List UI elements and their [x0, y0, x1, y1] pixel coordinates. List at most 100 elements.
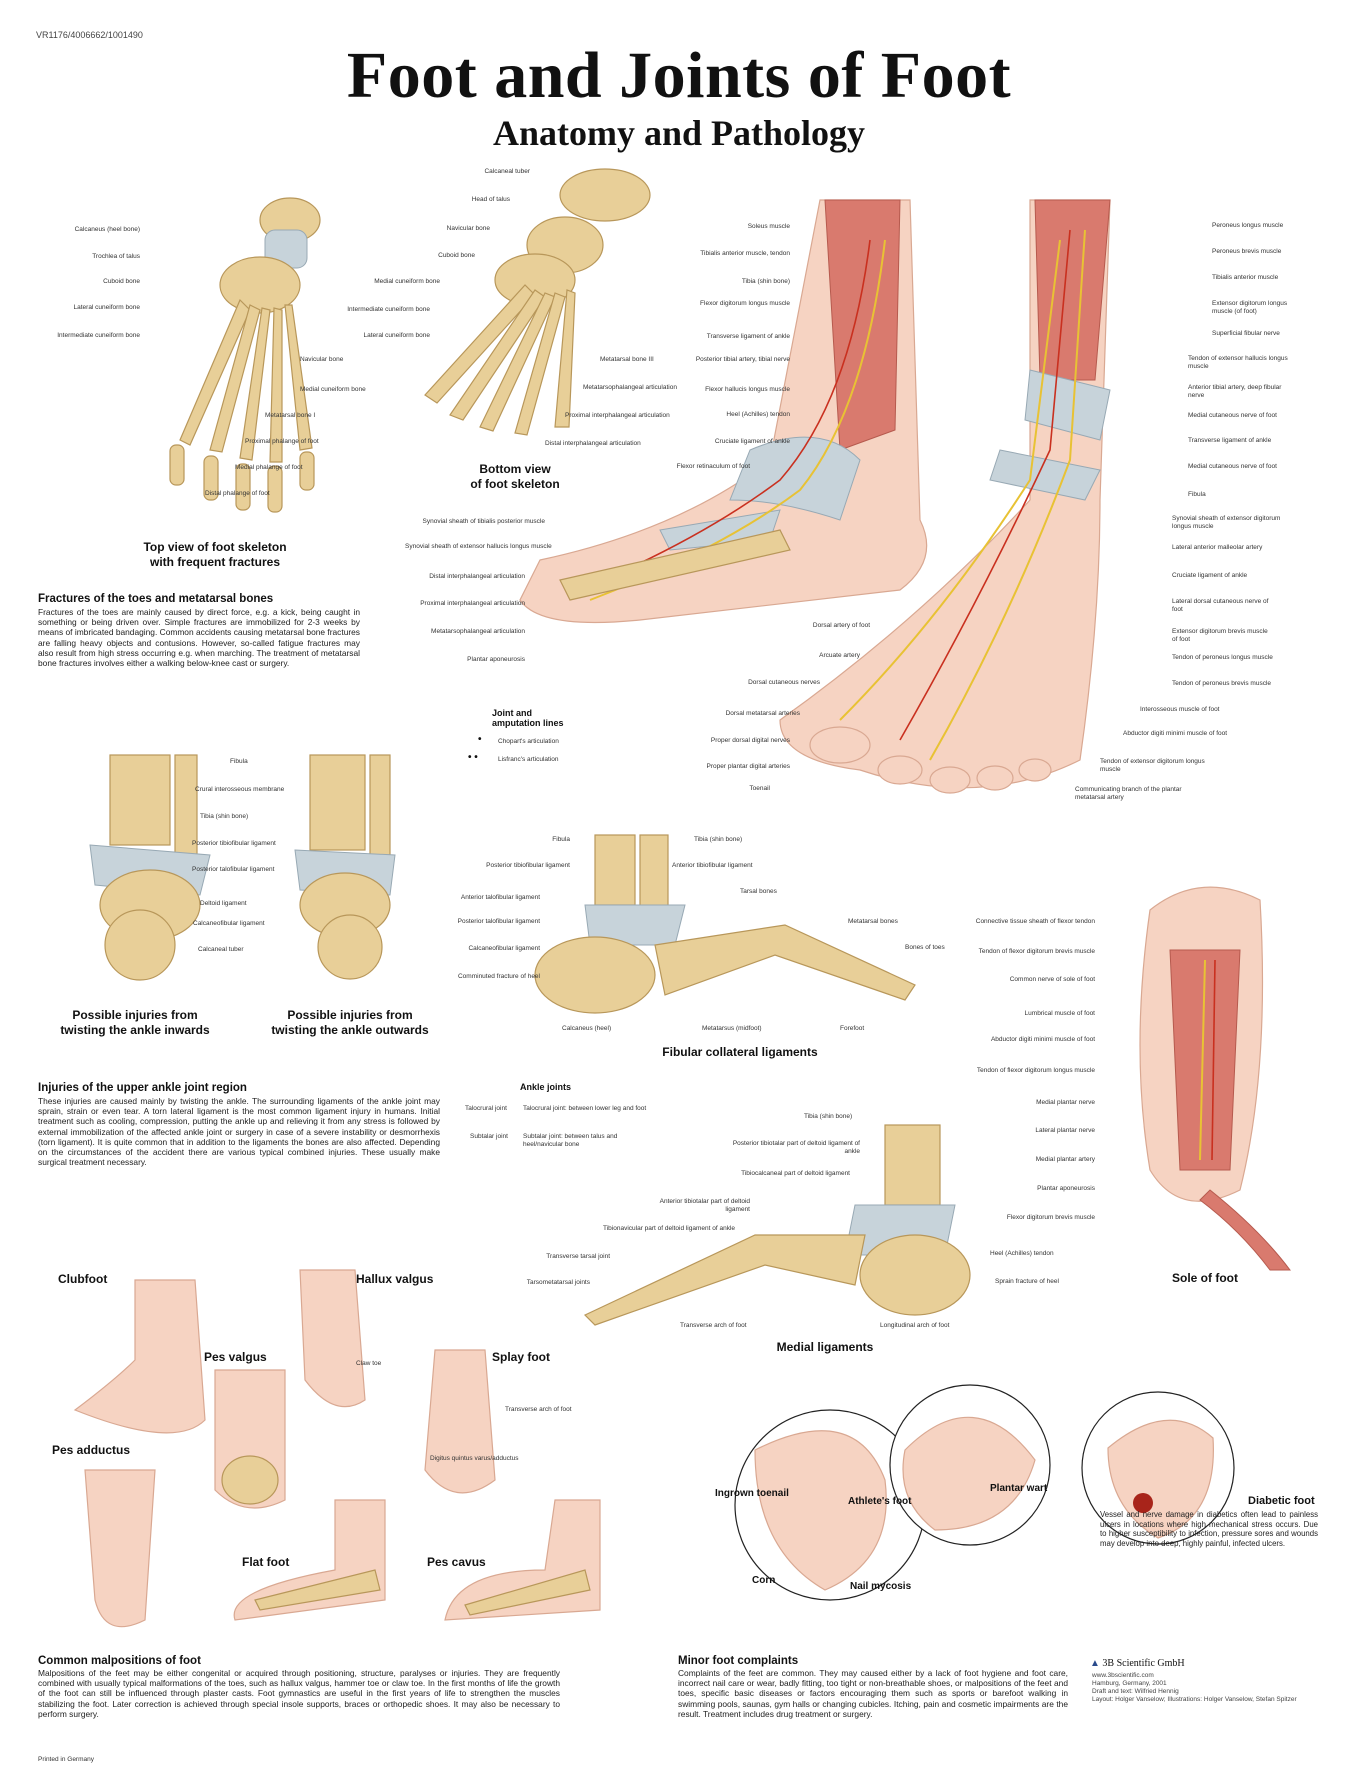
diabetic-foot-heading: Diabetic foot [1248, 1495, 1315, 1507]
label: Dorsal artery of foot [812, 622, 870, 629]
label: Tibia (shin bone) [200, 813, 249, 820]
label: Anterior tibial artery, deep fibular ner… [1188, 384, 1282, 399]
label: Flexor hallucis longus muscle [705, 386, 790, 393]
ingrown-toenail-caption: Ingrown toenail [715, 1488, 789, 1499]
label: Synovial sheath of extensor digitorum lo… [1172, 515, 1281, 530]
label: Fibula [1188, 491, 1206, 498]
label: Claw toe [356, 1360, 382, 1367]
label: Proximal phalange of foot [245, 438, 319, 445]
lisfranc-marker: • • [468, 752, 478, 763]
label: Heel (Achilles) tendon [726, 411, 790, 418]
joint-legend-title: Joint and amputation lines [492, 708, 564, 728]
label: Proximal interphalangeal articulation [565, 412, 670, 419]
sole-figure [1139, 886, 1292, 1271]
label: Head of talus [471, 196, 510, 203]
ankle-inward-bones [89, 754, 211, 981]
splay-foot-illustration [424, 1349, 496, 1494]
label: Transverse ligament of ankle [1188, 437, 1272, 444]
label: Navicular bone [300, 356, 344, 363]
label: Anterior talofibular ligament [460, 894, 540, 901]
top-view-bones [169, 197, 321, 513]
label: Trochlea of talus [92, 253, 140, 260]
label: Metatarsal bone III [600, 356, 654, 363]
label: Extensor digitorum brevis muscle of foot [1172, 628, 1268, 643]
label: Medial plantar nerve [1036, 1099, 1095, 1106]
label: Synovial sheath of tibialis posterior mu… [422, 518, 545, 525]
label: Lateral anterior malleolar artery [1172, 544, 1263, 551]
publisher-name: 3B Scientific GmbH [1102, 1658, 1185, 1669]
label: Anterior tibiotalar part of deltoid liga… [659, 1198, 750, 1213]
page-title: Foot and Joints of Foot [346, 39, 1012, 112]
minor-complaints-heading: Minor foot complaints [678, 1655, 799, 1667]
label: Fibula [552, 836, 570, 843]
top-view-caption: Top view of foot skeleton with frequent … [143, 540, 287, 569]
pes-cavus-illustration [444, 1499, 601, 1621]
label: Sprain fracture of heel [995, 1278, 1059, 1285]
label: Cruciate ligament of ankle [714, 438, 790, 445]
label: Flexor retinaculum of foot [676, 463, 750, 470]
label: Abductor digiti minimi muscle of foot [1123, 730, 1228, 737]
fibular-caption: Fibular collateral ligaments [662, 1045, 818, 1059]
medial-side-bones [583, 1124, 971, 1326]
label: Tibia (shin bone) [694, 836, 743, 843]
flat-foot-caption: Flat foot [242, 1555, 290, 1569]
label: Anterior tibiofibular ligament [672, 862, 753, 869]
label: Tibialis anterior muscle, tendon [700, 250, 790, 257]
label: Tendon of extensor digitorum longus musc… [1100, 758, 1205, 773]
label: Medial cuneiform bone [374, 278, 440, 285]
bottom-view-skeleton-figure [424, 168, 651, 436]
label: Posterior tibiofibular ligament [486, 862, 570, 869]
label: Flexor digitorum longus muscle [700, 300, 790, 307]
label: Dorsal metatarsal arteries [725, 710, 800, 717]
label: Intermediate cuneiform bone [57, 332, 140, 339]
label: Bones of toes [905, 944, 945, 951]
label: Extensor digitorum longus muscle (of foo… [1212, 300, 1288, 315]
label: Talocrural joint: between lower leg and … [523, 1105, 647, 1112]
label: Posterior tibial artery, tibial nerve [695, 356, 790, 363]
page-subtitle: Anatomy and Pathology [492, 113, 866, 153]
label: Peroneus brevis muscle [1212, 248, 1282, 255]
label: Calcaneal tuber [198, 946, 244, 953]
label: Communicating branch of the plantar meta… [1075, 786, 1182, 801]
label: Subtalar joint [470, 1133, 508, 1140]
label: Tendon of extensor hallucis longus muscl… [1188, 355, 1288, 370]
label: Tendon of flexor digitorum brevis muscle [978, 948, 1095, 955]
label: Plantar aponeurosis [1037, 1185, 1095, 1192]
chopart-marker: • [478, 734, 482, 745]
complaints-figure [734, 1384, 1051, 1601]
logo-icon: ▲ [1090, 1658, 1103, 1669]
sole-caption: Sole of foot [1172, 1271, 1238, 1285]
label: Tendon of peroneus brevis muscle [1172, 680, 1272, 687]
label: Talocrural joint [465, 1105, 507, 1112]
label: Distal interphalangeal articulation [429, 573, 525, 580]
ankle-joints-heading: Ankle joints [520, 1082, 572, 1092]
label: Fibula [230, 758, 248, 765]
complaints-foot [734, 1384, 1051, 1601]
label: Abductor digiti minimi muscle of foot [990, 1036, 1095, 1043]
label: Digitus quintus varus/adductus [430, 1455, 519, 1462]
fibular-side-bones [534, 834, 916, 1014]
label: Cuboid bone [103, 278, 140, 285]
label: Intermediate cuneiform bone [347, 306, 430, 313]
inward-caption: Possible injuries from twisting the ankl… [60, 1008, 210, 1037]
bottom-view-caption: Bottom view of foot skeleton [470, 462, 560, 491]
label: Distal phalange of foot [205, 490, 270, 497]
credit-line: Layout: Holger Vanselow; Illustrations: … [1092, 1696, 1297, 1703]
pes-cavus-caption: Pes cavus [427, 1555, 486, 1569]
label: Subtalar joint: between talus and heel/n… [523, 1133, 618, 1148]
label: Metatarsal bone I [265, 412, 316, 419]
printed-note: Printed in Germany [38, 1756, 94, 1763]
label: Medial cutaneous nerve of foot [1188, 463, 1277, 470]
label: Common nerve of sole of foot [1009, 976, 1095, 983]
label: Calcaneofibular ligament [193, 920, 265, 927]
fractures-text: Fractures of the toes are mainly caused … [38, 607, 360, 669]
label: Cruciate ligament of ankle [1172, 572, 1248, 579]
side-view-muscle-figure [519, 199, 928, 624]
label: Calcaneus (heel) [562, 1025, 612, 1032]
label: Tibialis anterior muscle [1212, 274, 1279, 281]
label: Longitudinal arch of foot [880, 1322, 950, 1329]
label: Synovial sheath of extensor hallucis lon… [405, 543, 552, 550]
medial-ligaments-figure [583, 1124, 971, 1326]
label: Tendon of peroneus longus muscle [1172, 654, 1273, 661]
label: Tendon of flexor digitorum longus muscle [976, 1067, 1095, 1074]
